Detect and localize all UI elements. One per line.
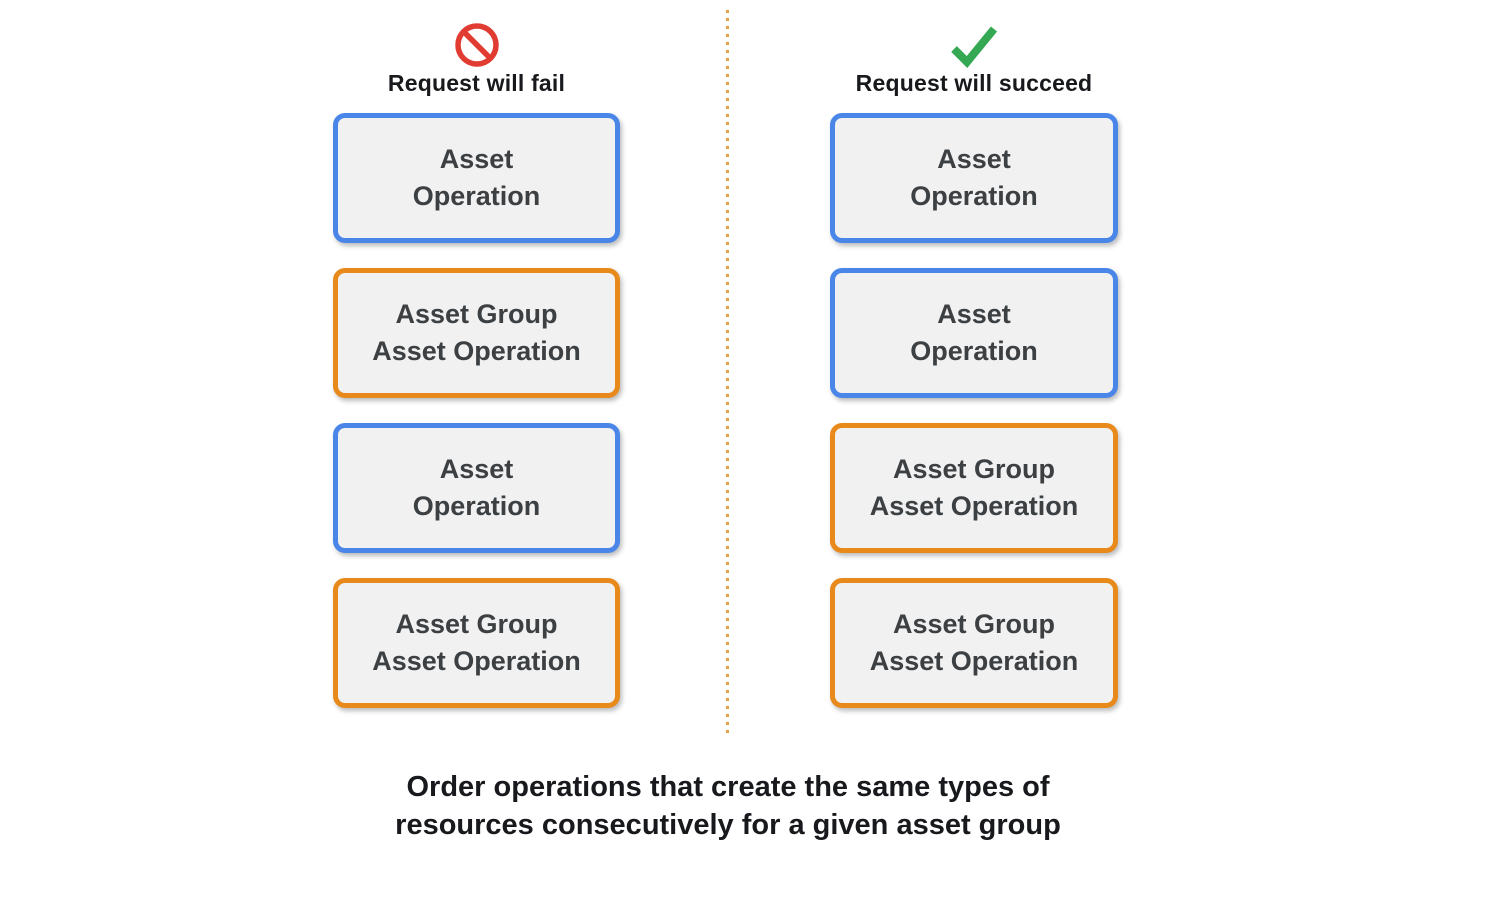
- fail-column: Request will fail Asset Operation Asset …: [333, 0, 620, 708]
- caption-line: Order operations that create the same ty…: [406, 771, 1050, 803]
- fail-column-title: Request will fail: [387, 70, 566, 96]
- box-asset-group-asset-operation: Asset Group Asset Operation: [333, 578, 620, 708]
- box-asset-operation: Asset Operation: [333, 423, 620, 553]
- box-label-line: Asset Operation: [372, 646, 581, 676]
- prohibition-icon: [333, 20, 620, 70]
- box-label-line: Asset Operation: [372, 336, 581, 366]
- box-label-line: Asset: [937, 144, 1011, 174]
- checkmark-icon: [830, 20, 1118, 70]
- box-asset-group-asset-operation: Asset Group Asset Operation: [830, 578, 1118, 708]
- box-label-line: Operation: [910, 181, 1038, 211]
- succeed-column: Request will succeed Asset Operation Ass…: [830, 0, 1118, 708]
- box-label-line: Asset Group: [892, 609, 1056, 639]
- box-label-line: Asset Operation: [869, 646, 1079, 676]
- box-label-line: Operation: [412, 491, 541, 521]
- box-asset-operation: Asset Operation: [830, 268, 1118, 398]
- box-label-line: Asset Group: [395, 609, 558, 639]
- box-label-line: Asset Operation: [869, 491, 1079, 521]
- box-label-line: Asset: [937, 299, 1011, 329]
- caption: Order operations that create the same ty…: [375, 768, 1081, 844]
- succeed-column-title: Request will succeed: [855, 70, 1093, 96]
- box-label-line: Operation: [412, 181, 541, 211]
- dotted-divider: [726, 10, 729, 737]
- box-label-line: Asset: [439, 454, 514, 484]
- box-asset-operation: Asset Operation: [333, 113, 620, 243]
- box-asset-group-asset-operation: Asset Group Asset Operation: [830, 423, 1118, 553]
- box-asset-operation: Asset Operation: [830, 113, 1118, 243]
- box-label-line: Operation: [910, 336, 1038, 366]
- caption-line: resources consecutively for a given asse…: [395, 809, 1061, 841]
- box-asset-group-asset-operation: Asset Group Asset Operation: [333, 268, 620, 398]
- box-label-line: Asset: [439, 144, 514, 174]
- box-label-line: Asset Group: [892, 454, 1056, 484]
- box-label-line: Asset Group: [395, 299, 558, 329]
